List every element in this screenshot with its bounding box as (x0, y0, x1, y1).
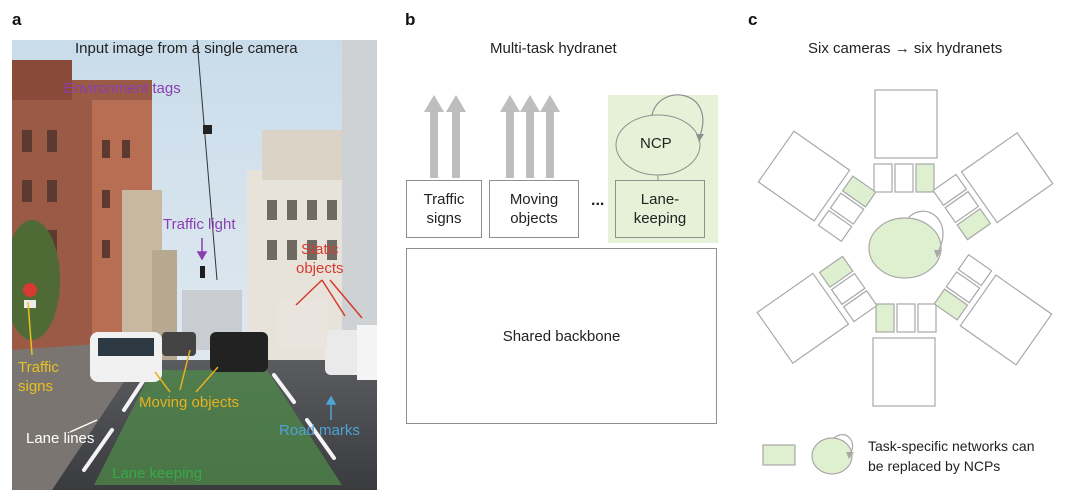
label-environment-tags: Environment tags (64, 80, 181, 97)
head-traffic-signs-label: Traffic signs (423, 191, 465, 227)
panel-c-letter: c (748, 10, 758, 29)
panel-a-letter: a (12, 10, 22, 29)
panel-a-arrows (27, 238, 363, 433)
ncp-label: NCP (640, 135, 672, 152)
street-photo (12, 40, 377, 490)
label-static-objects: Static objects (296, 241, 344, 277)
head-lane-keeping: Lane- keeping (615, 180, 705, 238)
label-lane-lines: Lane lines (26, 430, 95, 447)
shared-backbone: Shared backbone (406, 248, 717, 424)
label-traffic-light: Traffic light (163, 216, 236, 233)
shared-backbone-label: Shared backbone (502, 327, 621, 345)
head-moving-objects: Moving objects (489, 180, 579, 238)
label-lane-keeping: Lane keeping (112, 465, 203, 482)
heads-ellipsis: ... (591, 192, 605, 209)
head-lane-keeping-label: Lane- keeping (633, 191, 687, 227)
six-hydranets-diagram (756, 89, 1054, 407)
label-road-marks: Road marks (279, 422, 360, 439)
panel-a-title: Input image from a single camera (75, 40, 298, 57)
label-moving-objects: Moving objects (139, 394, 240, 411)
label-traffic-signs: Traffic signs (18, 359, 59, 395)
head-moving-objects-label: Moving objects (509, 191, 559, 227)
panel-b-letter: b (405, 10, 416, 29)
legend-icons (762, 434, 854, 475)
head-traffic-signs: Traffic signs (406, 180, 482, 238)
panel-c-title: Six cameras → six hydranets (808, 40, 1003, 57)
legend-text: Task-specific networks can be replaced b… (868, 438, 1035, 474)
head-arrows (424, 94, 704, 180)
panel-b-title: Multi-task hydranet (490, 40, 617, 57)
